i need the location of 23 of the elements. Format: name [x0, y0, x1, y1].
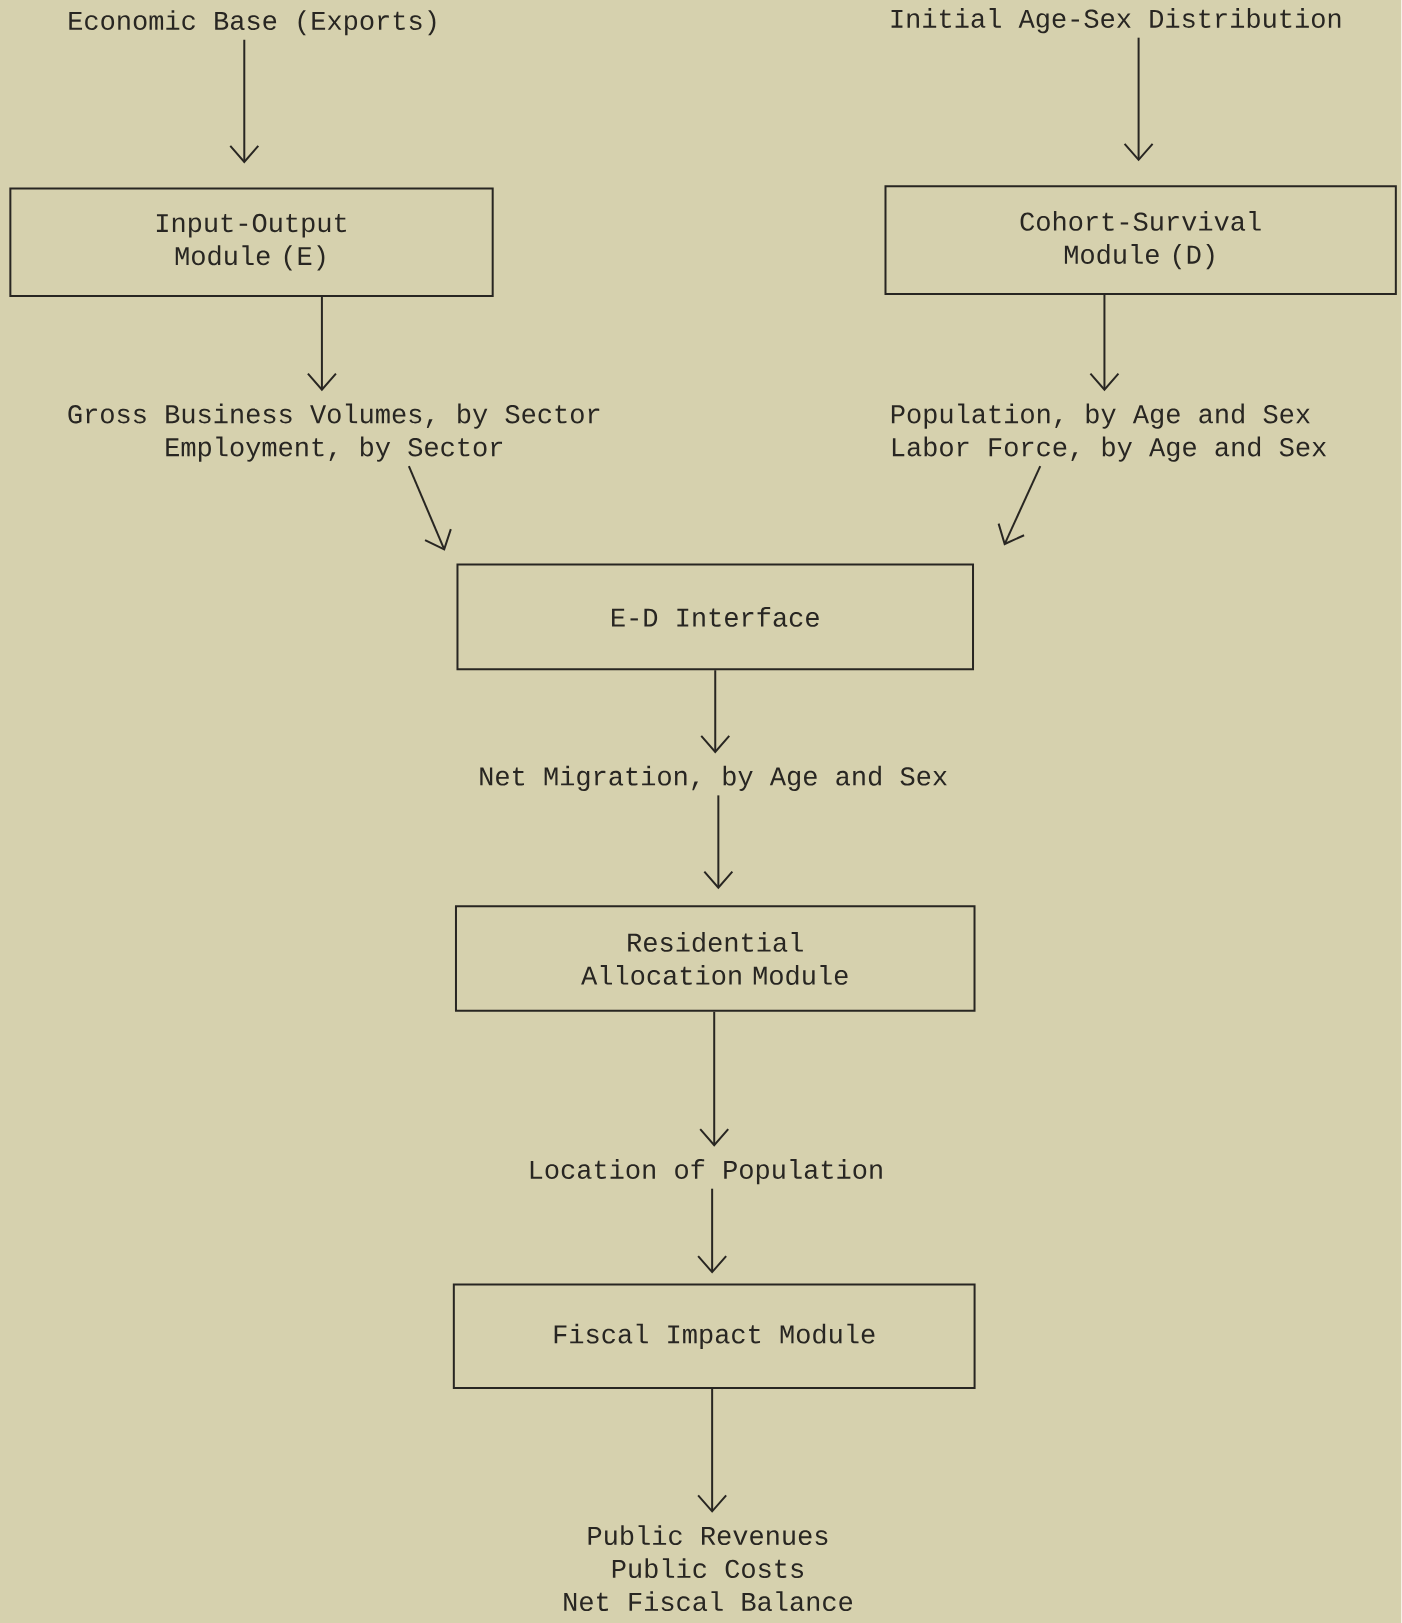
arrow: [1123, 36, 1154, 162]
arrow: [997, 465, 1042, 546]
module-box: Cohort-Survival Module (D): [884, 185, 1398, 295]
arrow: [307, 296, 338, 392]
text-label: Net Migration, by Age and Sex: [480, 765, 948, 791]
module-box: E-D Interface: [456, 563, 975, 671]
arrow: [700, 669, 731, 754]
module-box: Fiscal Impact Module: [453, 1283, 976, 1389]
arrow: [697, 1187, 728, 1274]
text-label: Public Revenues Public Costs Net Fiscal Balance: [564, 1525, 853, 1612]
text-label: Initial Age-Sex Distribution: [891, 8, 1341, 34]
arrow: [1089, 293, 1120, 392]
text-label: Population, by Age and Sex Labor Force, by Age and Sex: [892, 403, 1327, 462]
text-label: Gross Business Volumes, by Sector Employment, by Sector: [68, 403, 600, 462]
text-label: Location of Population: [531, 1159, 883, 1185]
arrow: [699, 1010, 730, 1147]
text-label: Economic Base (Exports): [69, 10, 436, 36]
arrow: [229, 38, 260, 164]
arrow: [408, 465, 453, 551]
arrow: [703, 794, 734, 890]
module-box: Input-Output Module (E): [9, 187, 494, 297]
module-box: Residential Allocation Module: [455, 905, 976, 1012]
arrow: [697, 1388, 728, 1513]
